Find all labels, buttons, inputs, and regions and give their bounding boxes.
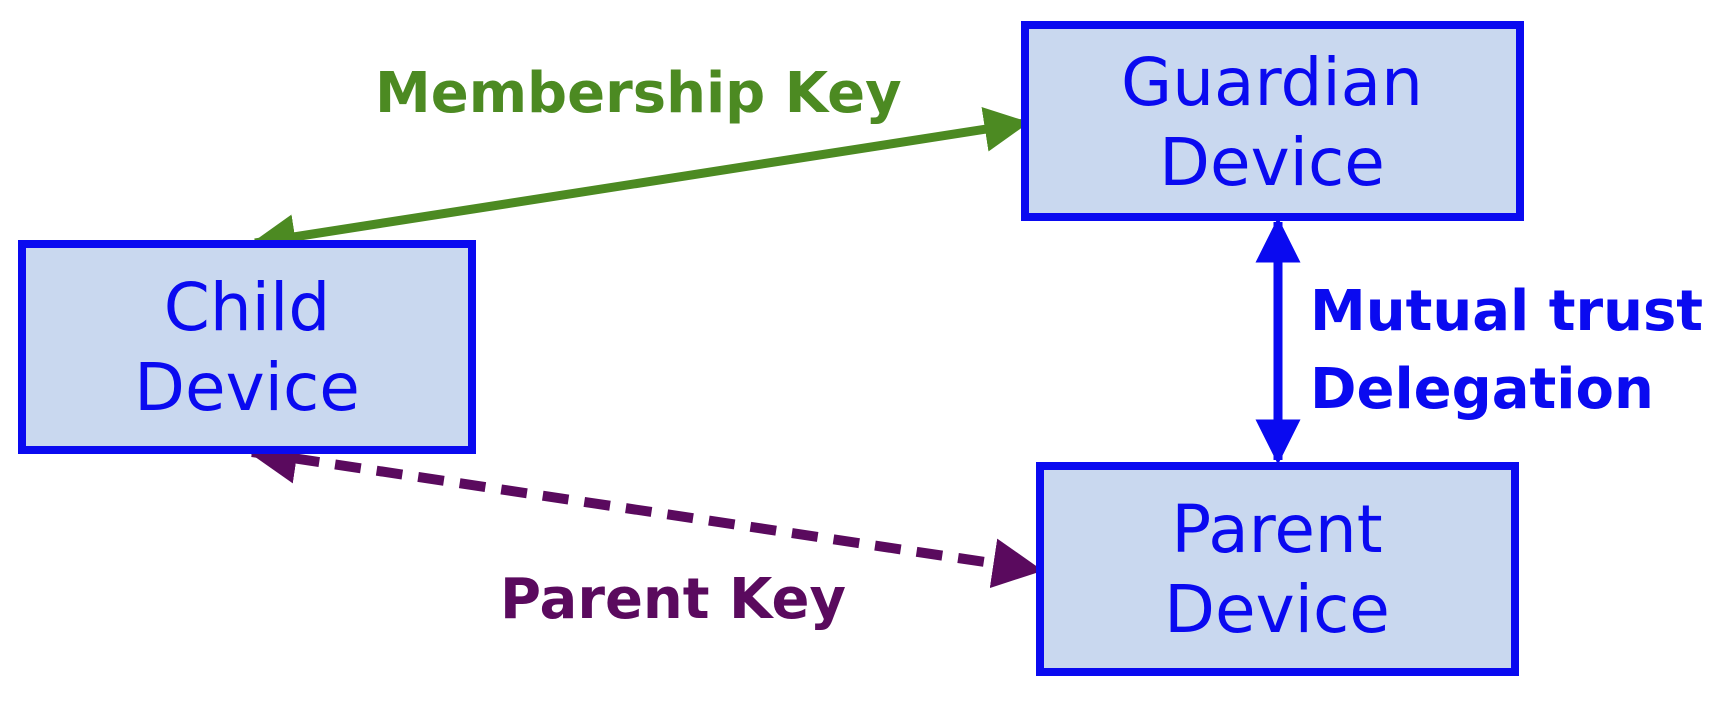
parent-key-arrow: [247, 433, 1043, 589]
guardian-device-label-line2: Device: [1159, 124, 1385, 201]
child-device-label-line1: Child: [164, 269, 330, 346]
guardian-device-label-line1: Guardian: [1121, 44, 1423, 121]
parent-device-node: Parent Device: [1036, 462, 1519, 676]
parent-device-label-line1: Parent: [1171, 491, 1382, 568]
parent-key-label: Parent Key: [500, 567, 846, 632]
parent-key-edge: Parent Key: [247, 433, 1043, 632]
guardian-device-node: Guardian Device: [1021, 21, 1524, 221]
membership-key-arrow: [250, 107, 1030, 259]
child-device-label-line2: Device: [134, 349, 360, 426]
parent-device-label-line2: Device: [1164, 571, 1390, 648]
delegation-label: Delegation: [1310, 357, 1654, 422]
membership-key-label: Membership Key: [375, 61, 902, 126]
membership-key-edge: Membership Key: [250, 61, 1030, 259]
child-device-node: Child Device: [18, 240, 476, 454]
mutual-trust-edge: Mutual trust Delegation: [1255, 217, 1703, 465]
mutual-trust-label: Mutual trust: [1310, 279, 1703, 344]
